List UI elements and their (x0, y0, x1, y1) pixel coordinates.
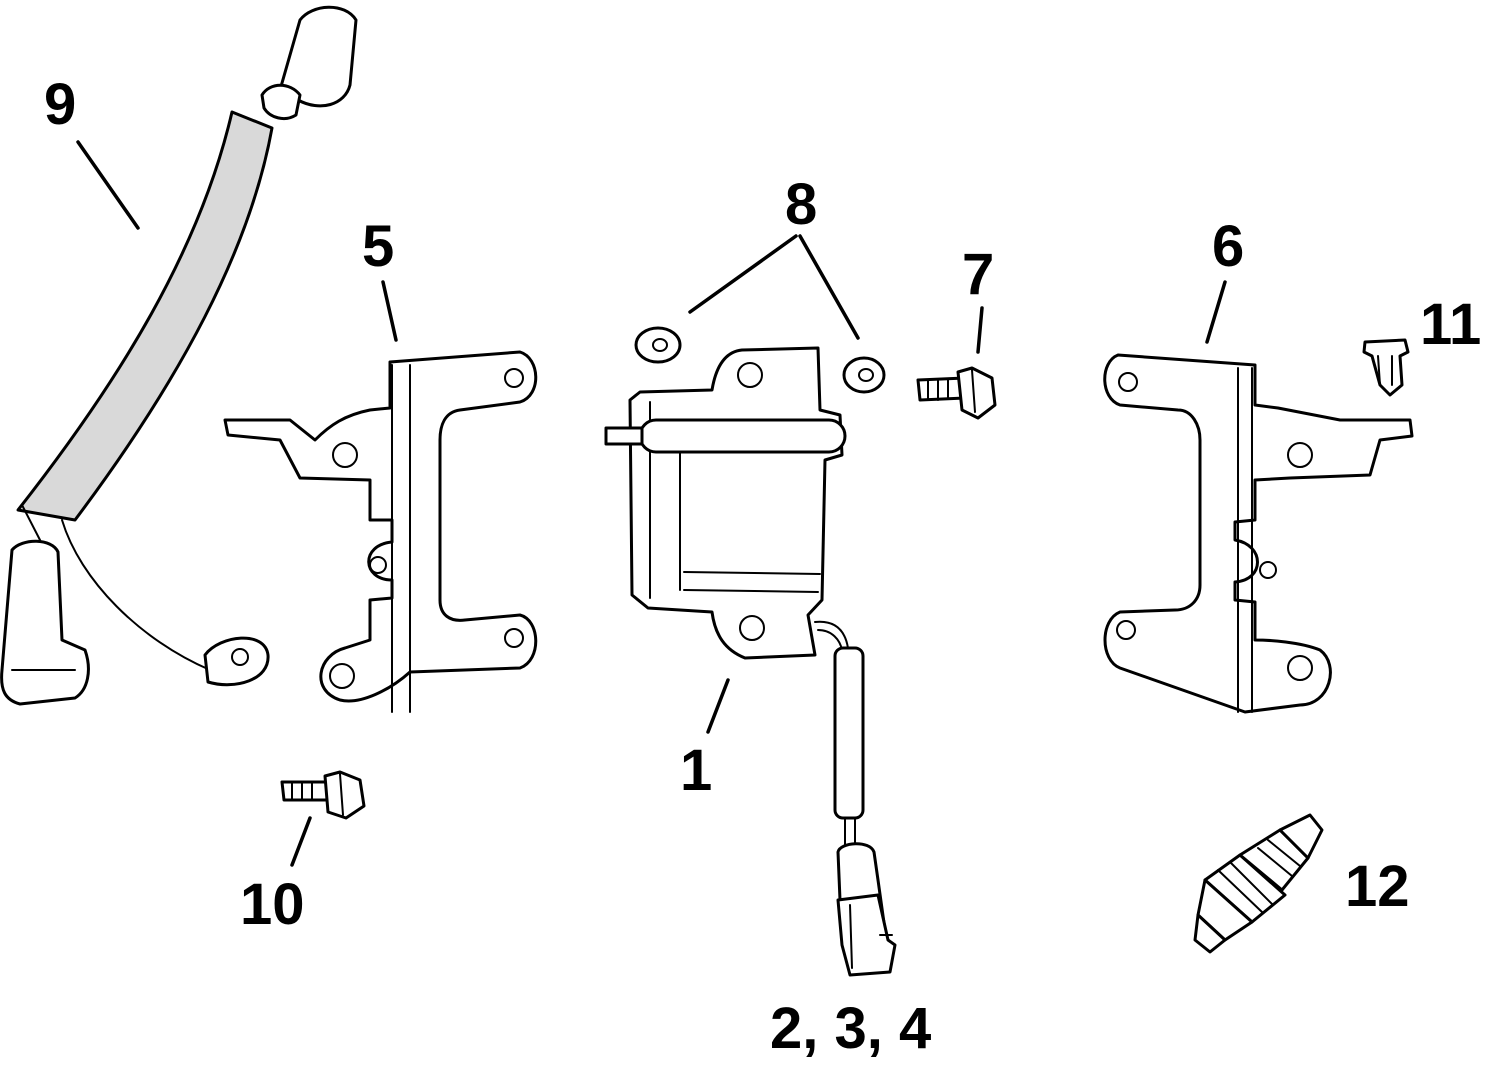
leader-5 (381, 280, 398, 342)
clip-part-11 (1362, 338, 1410, 397)
leader-7 (976, 306, 984, 354)
callout-10: 10 (240, 872, 305, 937)
callout-8: 8 (785, 172, 818, 237)
ignition-lead-part-9 (0, 5, 358, 706)
leader-8a (688, 234, 798, 314)
leader-9 (76, 140, 140, 230)
leader-lines (76, 140, 1227, 867)
leader-6 (1205, 280, 1227, 344)
connector-parts-2-3-4 (836, 842, 897, 977)
bracket-part-5 (223, 350, 538, 713)
leader-1 (706, 678, 730, 734)
washers-part-8 (634, 326, 886, 394)
callout-5: 5 (362, 214, 395, 279)
callout-6: 6 (1212, 214, 1245, 279)
ignition-coil-part-1 (604, 346, 865, 849)
spark-plug-part-12 (1193, 813, 1324, 954)
leader-8b (798, 234, 860, 340)
bolt-part-7 (916, 366, 997, 420)
leader-10 (290, 816, 312, 867)
callout-12: 12 (1345, 854, 1410, 919)
callout-11: 11 (1420, 292, 1482, 357)
callout-2-3-4: 2, 3, 4 (770, 996, 932, 1061)
bolt-part-10 (280, 770, 366, 820)
bracket-part-6 (1103, 353, 1414, 714)
callout-9: 9 (44, 72, 77, 137)
callout-1: 1 (680, 738, 713, 803)
callout-7: 7 (962, 242, 995, 307)
